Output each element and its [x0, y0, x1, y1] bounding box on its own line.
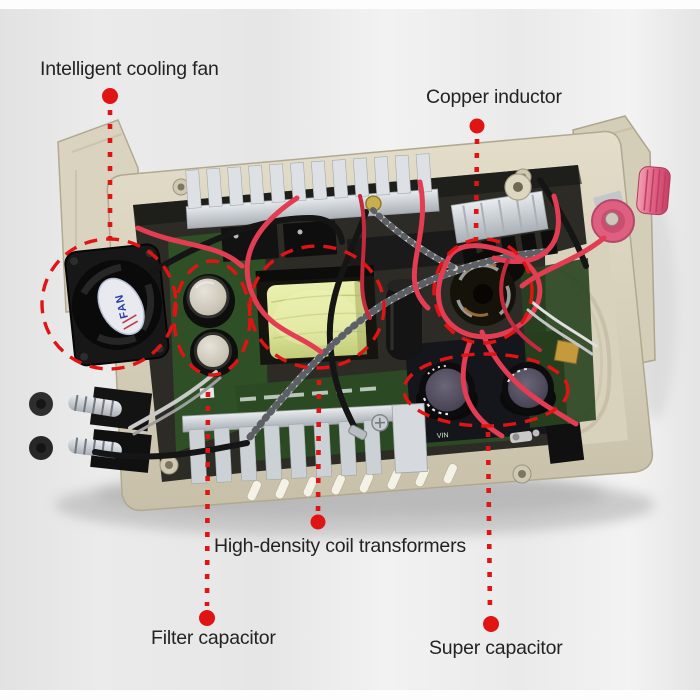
brass-terminal — [553, 339, 581, 365]
callout-circles — [40, 237, 570, 428]
label-cooling-fan: Intelligent cooling fan — [40, 58, 219, 80]
copper-callout-circle — [432, 237, 534, 345]
label-super-capacitor: Super capacitor — [429, 637, 563, 659]
adjustment-knob — [636, 166, 671, 216]
filter-callout-circle — [172, 259, 252, 377]
adjustment-pot — [591, 190, 635, 243]
cooling-fan: FAN — [64, 243, 170, 367]
filter-capacitors — [183, 274, 238, 377]
super-callout-line — [485, 431, 493, 613]
filter-callout-dot — [199, 610, 215, 626]
bottom-white-strip — [0, 690, 700, 700]
transformer-callout-dot — [310, 514, 326, 530]
pcb-silkscreen-text: VIN — [437, 432, 449, 440]
label-filter-capacitor: Filter capacitor — [151, 627, 276, 649]
label-coil-transformers: High-density coil transformers — [214, 535, 466, 557]
transformer-callout-circle — [248, 244, 386, 370]
bottom-heatsink — [181, 403, 428, 485]
super-capacitors — [416, 362, 556, 421]
top-white-strip — [0, 0, 700, 9]
vent-slots — [246, 463, 458, 502]
label-copper-inductor: Copper inductor — [426, 86, 562, 108]
top-heatsink — [185, 153, 440, 230]
fan-sticker-text: FAN — [113, 293, 131, 320]
fan-callout-dot — [102, 88, 118, 104]
callout-lines — [107, 110, 493, 613]
callout-dots — [102, 88, 499, 632]
super-callout-dot — [483, 616, 499, 632]
wiring — [92, 177, 607, 460]
output-connector — [509, 339, 585, 464]
binding-posts — [29, 386, 153, 473]
super-callout-circle — [402, 352, 570, 428]
copper-callout-line — [473, 138, 480, 239]
copper-callout-dot — [469, 118, 485, 134]
